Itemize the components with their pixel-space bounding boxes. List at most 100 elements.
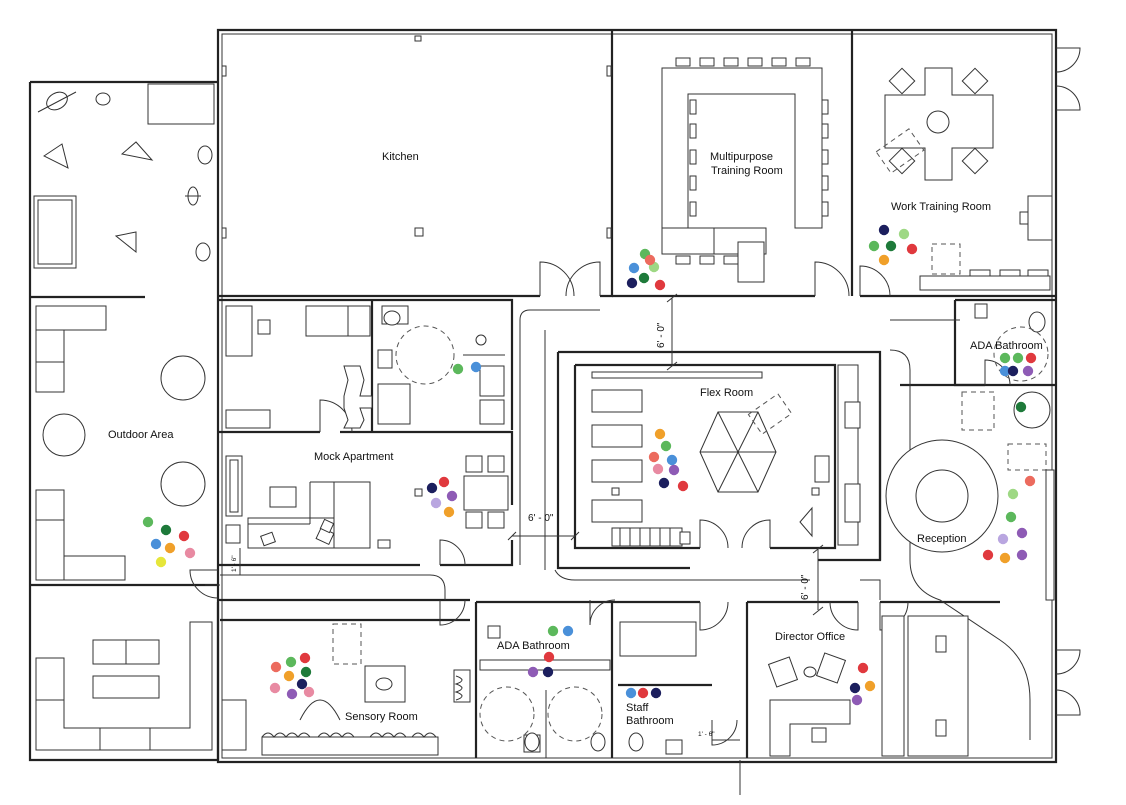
marker-dot-green — [1005, 511, 1017, 523]
marker-dot-navy — [542, 666, 554, 678]
marker-dot-red — [637, 687, 649, 699]
dimension-six-ft-top: 6' - 0" — [656, 322, 667, 348]
marker-dot-green — [547, 625, 559, 637]
marker-dot-red — [982, 549, 994, 561]
marker-dot-purple — [668, 464, 680, 476]
room-label-flex-room: Flex Room — [700, 387, 753, 399]
marker-dot-red — [178, 530, 190, 542]
marker-dot-green — [660, 440, 672, 452]
marker-dot-dark-green — [885, 240, 897, 252]
marker-dot-red — [299, 652, 311, 664]
marker-dot-purple — [527, 666, 539, 678]
room-label-ada-bathroom-bottom: ADA Bathroom — [497, 640, 570, 652]
chair — [771, 57, 787, 67]
marker-dot-orange — [443, 506, 455, 518]
marker-dot-orange — [878, 254, 890, 266]
multipurpose-furniture — [661, 57, 829, 283]
marker-dot-purple — [1016, 527, 1028, 539]
marker-dot-dark-green — [160, 524, 172, 536]
marker-dot-lavender — [430, 497, 442, 509]
chair — [821, 99, 829, 115]
marker-dot-green — [452, 363, 464, 375]
chair — [699, 57, 715, 67]
corridor-outlines — [205, 309, 1031, 740]
marker-dot-orange — [864, 680, 876, 692]
marker-dot-red — [654, 279, 666, 291]
marker-dot-pink — [184, 547, 196, 559]
doors — [189, 47, 1081, 795]
marker-dot-pink — [652, 463, 664, 475]
dimension-lines — [239, 293, 824, 741]
marker-dot-navy — [658, 477, 670, 489]
ada-bathroom-right-furniture — [974, 303, 1049, 382]
room-label-ada-bathroom-right: ADA Bathroom — [970, 340, 1043, 352]
chair — [689, 123, 697, 139]
staff-bathroom-furniture — [619, 621, 697, 755]
chair — [675, 255, 691, 265]
marker-dot-blue — [625, 687, 637, 699]
marker-dot-purple — [286, 688, 298, 700]
chair — [689, 99, 697, 115]
chair — [821, 201, 829, 217]
marker-dot-light-green — [1007, 488, 1019, 500]
marker-dot-coral — [1024, 475, 1036, 487]
room-label-multipurpose-2: Training Room — [711, 165, 783, 177]
marker-dot-navy — [626, 277, 638, 289]
marker-dot-orange — [283, 670, 295, 682]
marker-dot-green — [868, 240, 880, 252]
dimension-small-left: 1' - 6" — [231, 555, 238, 572]
marker-dot-red — [906, 243, 918, 255]
marker-dot-lavender — [997, 533, 1009, 545]
chair — [747, 57, 763, 67]
flex-room-furniture — [591, 364, 861, 547]
marker-dot-dark-green — [1015, 401, 1027, 413]
marker-dot-purple — [1016, 549, 1028, 561]
kitchen-furniture — [221, 35, 612, 239]
room-label-sensory-room: Sensory Room — [345, 711, 418, 723]
room-label-work-training: Work Training Room — [891, 201, 991, 213]
chair — [689, 201, 697, 217]
marker-dot-purple — [1022, 365, 1034, 377]
marker-dot-coral — [648, 451, 660, 463]
marker-dot-navy — [296, 678, 308, 690]
marker-dot-green — [142, 516, 154, 528]
ada-bathroom-bottom-furniture — [479, 625, 611, 758]
chair — [699, 255, 715, 265]
marker-dot-dark-green — [300, 666, 312, 678]
interior-walls — [30, 30, 1056, 760]
marker-dot-blue — [470, 361, 482, 373]
marker-dot-red — [438, 476, 450, 488]
outdoor-furniture — [33, 83, 215, 751]
marker-dot-red — [857, 662, 869, 674]
marker-dot-green — [999, 352, 1011, 364]
chair — [723, 57, 739, 67]
room-label-kitchen: Kitchen — [382, 151, 419, 163]
marker-dot-coral — [644, 254, 656, 266]
chair — [821, 175, 829, 191]
marker-dot-navy — [849, 682, 861, 694]
mock-apartment-furniture — [225, 305, 509, 549]
marker-dot-blue — [150, 538, 162, 550]
room-label-reception: Reception — [917, 533, 967, 545]
marker-dot-pink — [303, 686, 315, 698]
marker-dot-orange — [654, 428, 666, 440]
marker-dot-navy — [650, 687, 662, 699]
chair — [821, 123, 829, 139]
marker-dot-dark-green — [638, 272, 650, 284]
chair — [821, 149, 829, 165]
marker-dot-green — [285, 656, 297, 668]
exterior-walls — [28, 28, 1058, 764]
marker-dot-blue — [999, 365, 1011, 377]
marker-dot-yellow — [155, 556, 167, 568]
marker-dot-blue — [628, 262, 640, 274]
work-training-furniture — [875, 67, 1053, 291]
chair — [675, 57, 691, 67]
marker-dot-navy — [878, 224, 890, 236]
marker-dot-red — [543, 651, 555, 663]
marker-dot-coral — [270, 661, 282, 673]
marker-dot-red — [677, 480, 689, 492]
marker-dot-navy — [426, 482, 438, 494]
marker-dot-blue — [666, 454, 678, 466]
marker-dot-blue — [562, 625, 574, 637]
